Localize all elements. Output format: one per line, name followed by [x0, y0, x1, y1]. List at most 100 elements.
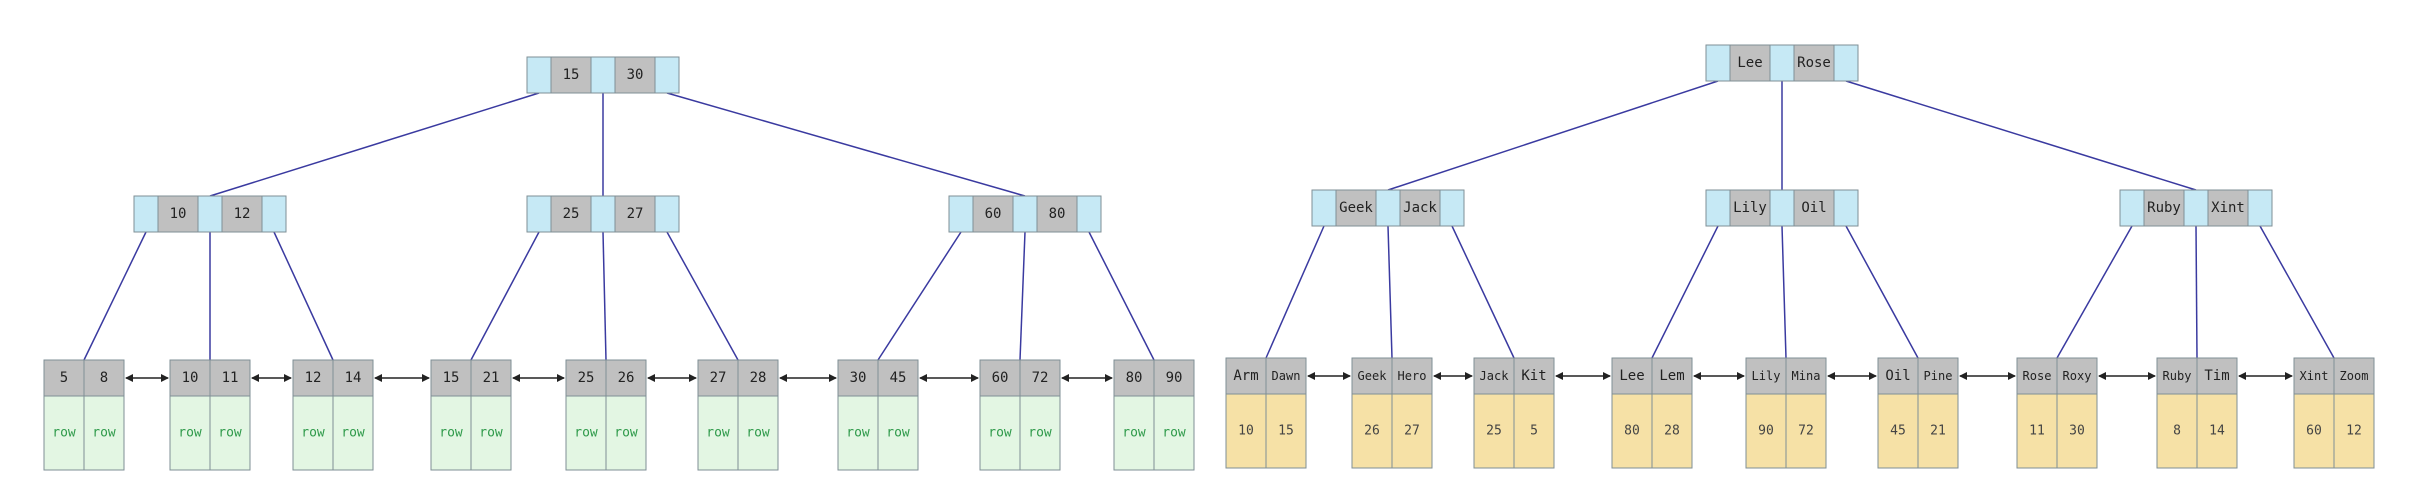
leaf-data-cell	[1651, 393, 1693, 469]
primary-key-value: 80	[1624, 424, 1640, 439]
leaf-data-cell	[837, 395, 879, 471]
tree-edge	[2259, 225, 2335, 359]
key-cell	[614, 56, 656, 94]
leaf-key-cell	[1611, 357, 1653, 395]
pointer-cell	[1833, 44, 1859, 82]
pointer-cell	[261, 195, 287, 233]
tree-edge	[1651, 225, 1719, 359]
leaf-key-label: Zoom	[2340, 369, 2369, 383]
row-label: row	[439, 426, 463, 441]
key-cell	[1793, 189, 1835, 227]
leaf-data-cell	[209, 395, 251, 471]
leaf-key-cell	[209, 359, 251, 397]
row-label: row	[1162, 426, 1186, 441]
leaf-data-cell	[1019, 395, 1061, 471]
leaf-key-cell	[877, 359, 919, 397]
leaf-key-cell	[605, 359, 647, 397]
primary-key-value: 11	[2029, 424, 2045, 439]
key-cell	[1399, 189, 1441, 227]
row-label: row	[479, 426, 503, 441]
row-label: row	[178, 426, 202, 441]
key-label: Lee	[1737, 55, 1762, 71]
primary-key-value: 90	[1758, 424, 1774, 439]
leaf-key-cell	[1745, 357, 1787, 395]
leaf-key-label: Oil	[1885, 368, 1910, 384]
tree-edge	[2195, 225, 2198, 359]
leaf-data-cell	[605, 395, 647, 471]
leaf-key-label: Lily	[1752, 369, 1781, 383]
row-label: row	[218, 426, 242, 441]
primary-key-value: 21	[1930, 424, 1946, 439]
leaf-data-cell	[1391, 393, 1433, 469]
leaf-key-label: Lem	[1659, 368, 1684, 384]
leaf-data-cell	[737, 395, 779, 471]
key-label: 60	[985, 206, 1002, 222]
leaf-key-label: Xint	[2300, 369, 2329, 383]
primary-key-value: 60	[2306, 424, 2322, 439]
leaf-key-label: 45	[890, 370, 907, 386]
key-cell	[1793, 44, 1835, 82]
key-cell	[1036, 195, 1078, 233]
key-cell	[550, 195, 592, 233]
key-cell	[614, 195, 656, 233]
leaf-key-label: Hero	[1398, 369, 1427, 383]
leaf-data-cell	[1785, 393, 1827, 469]
leaf-key-cell	[2293, 357, 2335, 395]
pointer-cell	[526, 56, 552, 94]
row-label: row	[846, 426, 870, 441]
pointer-cell	[526, 195, 552, 233]
pointer-cell	[133, 195, 159, 233]
leaf-data-cell	[877, 395, 919, 471]
leaf-data-cell	[2196, 393, 2238, 469]
tree-edge	[1387, 225, 1393, 359]
pointer-cell	[1705, 44, 1731, 82]
key-cell	[1729, 189, 1771, 227]
tree-edge	[2056, 225, 2133, 359]
primary-key-value: 10	[1238, 424, 1254, 439]
leaf-key-label: Roxy	[2063, 369, 2092, 383]
pointer-cell	[1439, 189, 1465, 227]
leaf-key-cell	[697, 359, 739, 397]
primary-key-value: 27	[1404, 424, 1420, 439]
leaf-sibling-links	[125, 372, 2293, 382]
leaf-key-label: Rose	[2023, 369, 2052, 383]
leaf-key-label: 14	[345, 370, 362, 386]
tree-edge	[1781, 225, 1787, 359]
key-label: Geek	[1339, 200, 1373, 216]
leaf-key-label: Geek	[1358, 369, 1388, 383]
pointer-cell	[654, 56, 680, 94]
leaf-key-label: 25	[578, 370, 595, 386]
pointer-cell	[654, 195, 680, 233]
leaf-data-cell	[1513, 393, 1555, 469]
secondary-leaf-node: Xint 60 Zoom 12	[2293, 357, 2375, 469]
leaf-key-label: 72	[1032, 370, 1049, 386]
leaf-key-label: 11	[222, 370, 239, 386]
leaf-key-label: 28	[750, 370, 767, 386]
primary-key-value: 12	[2346, 424, 2362, 439]
leaf-key-label: 15	[443, 370, 460, 386]
leaf-key-cell	[1785, 357, 1827, 395]
key-label: 15	[563, 67, 580, 83]
key-label: Xint	[2211, 200, 2245, 216]
leaf-key-label: Ruby	[2163, 369, 2192, 383]
key-cell	[972, 195, 1014, 233]
leaf-key-label: 80	[1126, 370, 1143, 386]
pointer-cell	[590, 195, 616, 233]
pointer-cell	[590, 56, 616, 94]
leaf-data-cell	[1265, 393, 1307, 469]
pointer-cell	[1012, 195, 1038, 233]
